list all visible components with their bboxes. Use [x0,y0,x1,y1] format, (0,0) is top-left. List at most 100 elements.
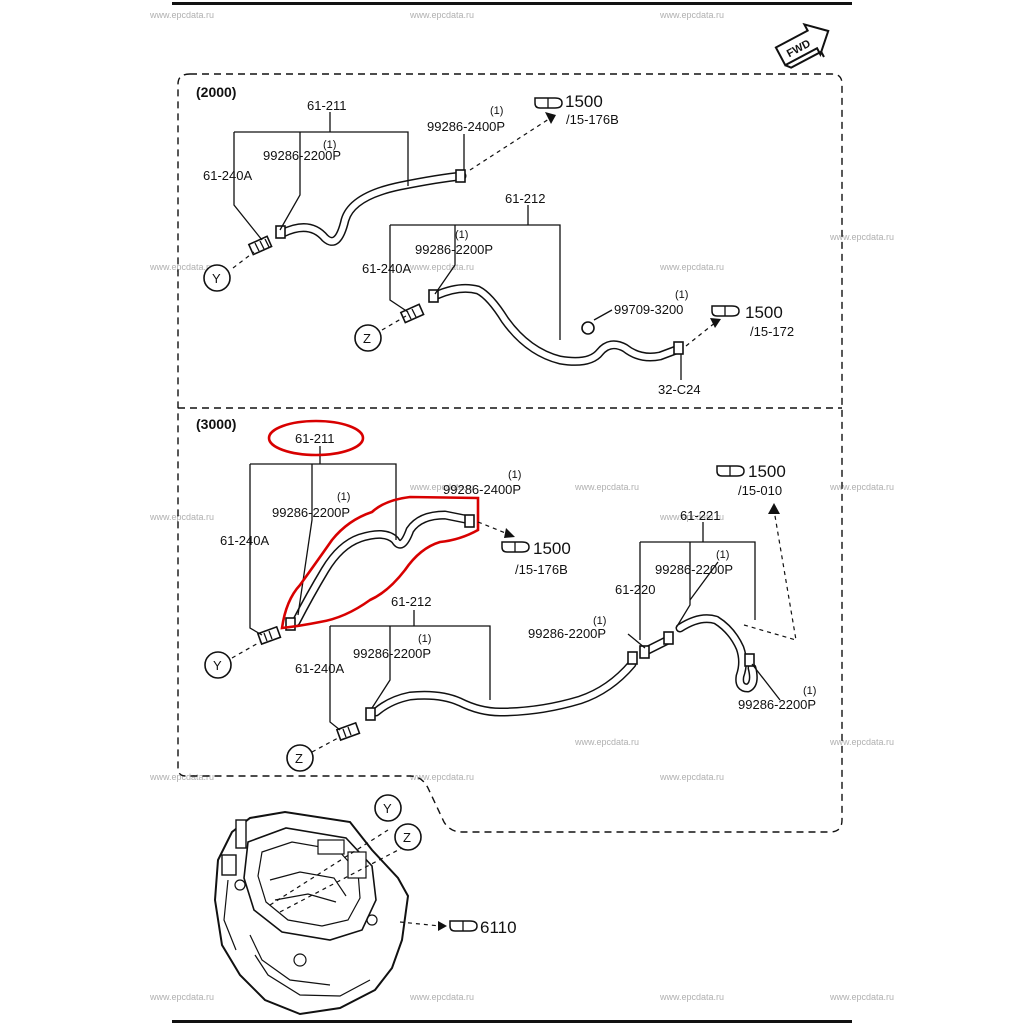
hose-clamp [428,289,439,303]
heater-unit: Y Z 6110 [213,794,517,1016]
svg-text:(1): (1) [675,289,688,301]
svg-text:www.epcdata.ru: www.epcdata.ru [659,512,724,522]
svg-text:www.epcdata.ru: www.epcdata.ru [149,772,214,782]
label-clamp: 99286-2200P [353,646,431,661]
label-joint: 61-240A [362,261,411,276]
highlight-outline [280,495,480,630]
label-hose-61-220: 61-220 [615,582,655,597]
svg-text:www.epcdata.ru: www.epcdata.ru [149,992,214,1002]
label-joint: 61-240A [220,533,269,548]
svg-text:www.epcdata.ru: www.epcdata.ru [409,772,474,782]
hose-clamp [673,341,684,355]
hose-clamp [365,707,376,721]
reference-hand-icon [449,920,478,932]
connector-z [286,744,314,772]
svg-text:www.epcdata.ru: www.epcdata.ru [659,772,724,782]
svg-text:Z: Z [363,331,371,346]
label-clamp: 99286-2200P [738,697,816,712]
svg-text:(1): (1) [323,139,336,151]
svg-text:Y: Y [212,271,221,286]
svg-text:www.epcdata.ru: www.epcdata.ru [409,992,474,1002]
hose-61-221 [677,615,757,691]
hose-clamp [285,617,296,631]
label-clamp-end: 99286-2400P [427,119,505,134]
ref-page: /15-176B [566,112,619,127]
hose-clamp [663,631,674,645]
label-joint: 61-240A [203,168,252,183]
reference-hand-icon [501,541,530,553]
connector-z [354,324,382,352]
label-hose-61-211: 61-211 [295,431,335,446]
svg-text:www.epcdata.ru: www.epcdata.ru [829,992,894,1002]
watermarks: www.epcdata.ru www.epcdata.ru www.epcdat… [149,10,894,1002]
label-clamp: 99286-2200P [655,562,733,577]
ref-number: 1500 [533,539,571,558]
ref-page: /15-010 [738,483,782,498]
clip-fitting [581,309,613,335]
label-hose-61-221: 61-221 [680,508,720,523]
bottom-border [172,1020,852,1023]
label-clamp: 99286-2200P [415,242,493,257]
svg-text:Y: Y [213,658,222,673]
hose-clamp [464,514,475,528]
label-pipe: 32-C24 [658,382,701,397]
reference-hand-icon [534,97,563,109]
label-clamp: 99286-2200P [528,626,606,641]
joint-fitting-upper [247,235,273,256]
svg-text:www.epcdata.ru: www.epcdata.ru [829,232,894,242]
svg-text:(1): (1) [803,685,816,697]
svg-text:www.epcdata.ru: www.epcdata.ru [659,262,724,272]
svg-text:(1): (1) [508,469,521,481]
joint-fitting-lower [399,303,425,324]
label-clip: 99709-3200 [614,302,683,317]
connector-y [374,794,402,822]
svg-text:www.epcdata.ru: www.epcdata.ru [149,262,214,272]
svg-text:www.epcdata.ru: www.epcdata.ru [149,512,214,522]
svg-text:www.epcdata.ru: www.epcdata.ru [829,482,894,492]
svg-text:www.epcdata.ru: www.epcdata.ru [409,482,474,492]
hose-clamp [744,653,755,667]
ref-page: /15-172 [750,324,794,339]
svg-text:www.epcdata.ru: www.epcdata.ru [659,10,724,20]
ref-number: 6110 [480,918,517,937]
svg-text:www.epcdata.ru: www.epcdata.ru [829,737,894,747]
highlight-ellipse [267,419,365,457]
section-title-3000: (3000) [196,416,236,432]
svg-text:(1): (1) [418,633,431,645]
hose-61-212 [434,285,679,365]
svg-text:www.epcdata.ru: www.epcdata.ru [409,262,474,272]
svg-text:Z: Z [403,830,411,845]
hose-clamp [639,645,650,659]
svg-text:www.epcdata.ru: www.epcdata.ru [574,737,639,747]
label-hose-61-212: 61-212 [505,191,545,206]
label-hose-61-211: 61-211 [307,98,347,113]
section-2000: (2000) 61-211 (1) 99286-2200P 61-240A (1… [196,84,794,397]
label-joint: 61-240A [295,661,344,676]
svg-text:www.epcdata.ru: www.epcdata.ru [659,992,724,1002]
ref-page: /15-176B [515,562,568,577]
connector-y [203,264,231,292]
section-3000: (3000) 61-211 (1) 99286-2200P 61-240A (1… [196,416,816,772]
hose-clamp [275,225,286,239]
section-title-2000: (2000) [196,84,236,100]
svg-text:www.epcdata.ru: www.epcdata.ru [409,10,474,20]
svg-text:(1): (1) [455,229,468,241]
reference-hand-icon [711,305,740,317]
label-clamp-end: 99286-2400P [443,482,521,497]
joint-fitting-lower [335,721,361,742]
section-frame [177,73,843,833]
svg-text:(1): (1) [716,549,729,561]
label-clamp: 99286-2200P [272,505,350,520]
connector-z [394,823,422,851]
svg-text:www.epcdata.ru: www.epcdata.ru [574,482,639,492]
hose-61-211 [280,173,465,245]
svg-text:(1): (1) [337,491,350,503]
hose-61-212 [373,661,635,715]
svg-text:www.epcdata.ru: www.epcdata.ru [149,10,214,20]
label-hose-61-212: 61-212 [391,594,431,609]
ref-number: 1500 [745,303,783,322]
connector-y [204,651,232,679]
svg-text:Z: Z [295,751,303,766]
svg-text:(1): (1) [490,105,503,117]
